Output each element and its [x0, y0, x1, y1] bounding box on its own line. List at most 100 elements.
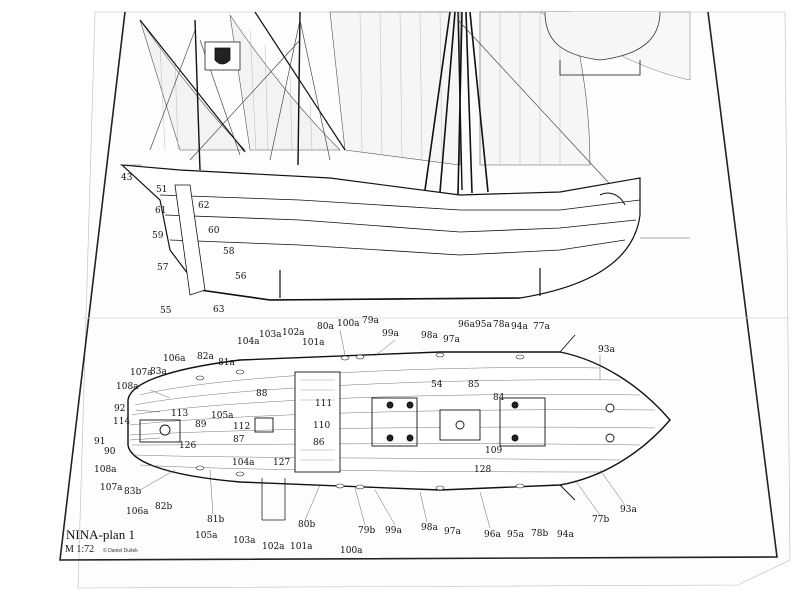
- deck-label: 98a: [421, 331, 438, 341]
- hull-wale-1: [159, 194, 641, 211]
- deck-label: 113: [171, 409, 188, 419]
- deck-label: 87: [233, 435, 245, 445]
- deck-label: 108a: [116, 382, 139, 392]
- side-label: 62: [198, 201, 209, 211]
- deck-label: 110: [313, 421, 330, 431]
- deck-label: 90: [104, 447, 116, 457]
- deck-label: 96a: [484, 530, 501, 540]
- deck-label: 78b: [531, 529, 548, 539]
- rigging-lines: [149, 19, 621, 196]
- title-block: NINA-plan 1 M 1:72 © Daniel Dušek: [65, 527, 138, 555]
- deck-label: 84: [493, 393, 505, 403]
- deck-label: 78a: [493, 320, 510, 330]
- deck-plan-labels-center: 111 110 86 54 85 84 109 128: [313, 380, 505, 475]
- stern-cabin: [139, 419, 181, 443]
- deck-label: 109: [485, 446, 502, 456]
- deck-outline: [127, 351, 671, 491]
- drawing-frame: [59, 11, 778, 561]
- deck-plan: [127, 334, 671, 521]
- deck-label: 77a: [533, 322, 550, 332]
- display-stand: [279, 268, 541, 298]
- plan-title: NINA-plan 1: [66, 527, 135, 542]
- deck-plan-labels-bottom: 81b 105a 103a 102a 101a 80b 79b 100a 99a…: [195, 505, 637, 556]
- deck-label: 99a: [385, 526, 402, 536]
- deck-label: 128: [474, 465, 491, 475]
- deck-label: 100a: [337, 319, 360, 329]
- deck-label: 111: [315, 399, 332, 409]
- deck-label: 105a: [211, 411, 234, 421]
- deck-label: 97a: [444, 527, 461, 537]
- bitts-right: [499, 397, 546, 447]
- deck-label: 82b: [155, 502, 172, 512]
- bow-inset-stand: [559, 60, 641, 76]
- deck-label: 81b: [207, 515, 224, 525]
- deck-label: 91: [94, 437, 105, 447]
- deck-label: 94a: [511, 322, 528, 332]
- anchor: [599, 192, 626, 206]
- side-label: 60: [208, 226, 220, 236]
- side-label: 57: [157, 263, 169, 273]
- deck-label: 88: [256, 389, 268, 399]
- deck-label: 98a: [421, 523, 438, 533]
- side-label: 51: [156, 185, 167, 195]
- deck-label: 95a: [475, 320, 492, 330]
- deck-label: 107a: [130, 368, 153, 378]
- deck-label: 114: [113, 417, 130, 427]
- deck-label: 107a: [100, 483, 123, 493]
- deck-label: 86: [313, 438, 325, 448]
- deck-label: 81a: [218, 358, 235, 368]
- deck-label: 93a: [620, 505, 637, 515]
- deck-label: 103a: [259, 330, 282, 340]
- deck-label: 99a: [382, 329, 399, 339]
- deck-label: 95a: [507, 530, 524, 540]
- deck-label: 126: [179, 441, 196, 451]
- deck-label: 127: [273, 458, 290, 468]
- deck-label: 101a: [290, 542, 313, 552]
- deck-label: 105a: [195, 531, 218, 541]
- deck-label: 104a: [232, 458, 255, 468]
- deck-label: 54: [431, 380, 443, 390]
- deck-label: 102a: [282, 328, 305, 338]
- bitts-left: [371, 397, 418, 447]
- deck-planks: [129, 367, 656, 473]
- deck-label: 79b: [358, 526, 375, 536]
- deck-label: 80a: [317, 322, 334, 332]
- side-label: 61: [155, 206, 166, 216]
- deck-label: 89: [195, 420, 207, 430]
- yards: [139, 11, 346, 153]
- deck-label: 93a: [598, 345, 615, 355]
- deck-label: 103a: [233, 536, 256, 546]
- capstan-box: [254, 417, 274, 433]
- deck-plan-labels-left: 107a 83a 108a 92 114 113 105a 89 112 88 …: [94, 367, 290, 517]
- deck-label: 106a: [126, 507, 149, 517]
- side-label: 63: [213, 305, 225, 315]
- deck-label: 92: [114, 404, 125, 414]
- deck-label: 77b: [592, 515, 609, 525]
- deck-label: 97a: [443, 335, 460, 345]
- deck-label: 82a: [197, 352, 214, 362]
- hatch-grating: [294, 371, 341, 473]
- sail-seams: [159, 11, 561, 165]
- side-label: 59: [152, 231, 164, 241]
- deck-label: 102a: [262, 542, 285, 552]
- deck-label: 79a: [362, 316, 379, 326]
- flag: [204, 41, 241, 71]
- deck-label: 106a: [163, 354, 186, 364]
- deck-label: 94a: [557, 530, 574, 540]
- waterline: [169, 239, 626, 256]
- side-fittings: [195, 352, 525, 491]
- deck-label: 83a: [150, 367, 167, 377]
- hull-wale-2: [164, 214, 637, 233]
- bow-inset-view: [544, 11, 661, 61]
- deck-label: 85: [468, 380, 480, 390]
- leader-lines: [129, 329, 626, 529]
- deck-plan-labels-top: 106a 82a 81a 104a 103a 102a 101a 80a 100…: [163, 316, 615, 368]
- deck-label: 83b: [124, 487, 141, 497]
- deck-label: 108a: [94, 465, 117, 475]
- deck-label: 101a: [302, 338, 325, 348]
- side-label: 43: [121, 173, 133, 183]
- deck-label: 100a: [340, 546, 363, 556]
- stanchions: [261, 478, 286, 521]
- plan-author: © Daniel Dušek: [103, 547, 138, 554]
